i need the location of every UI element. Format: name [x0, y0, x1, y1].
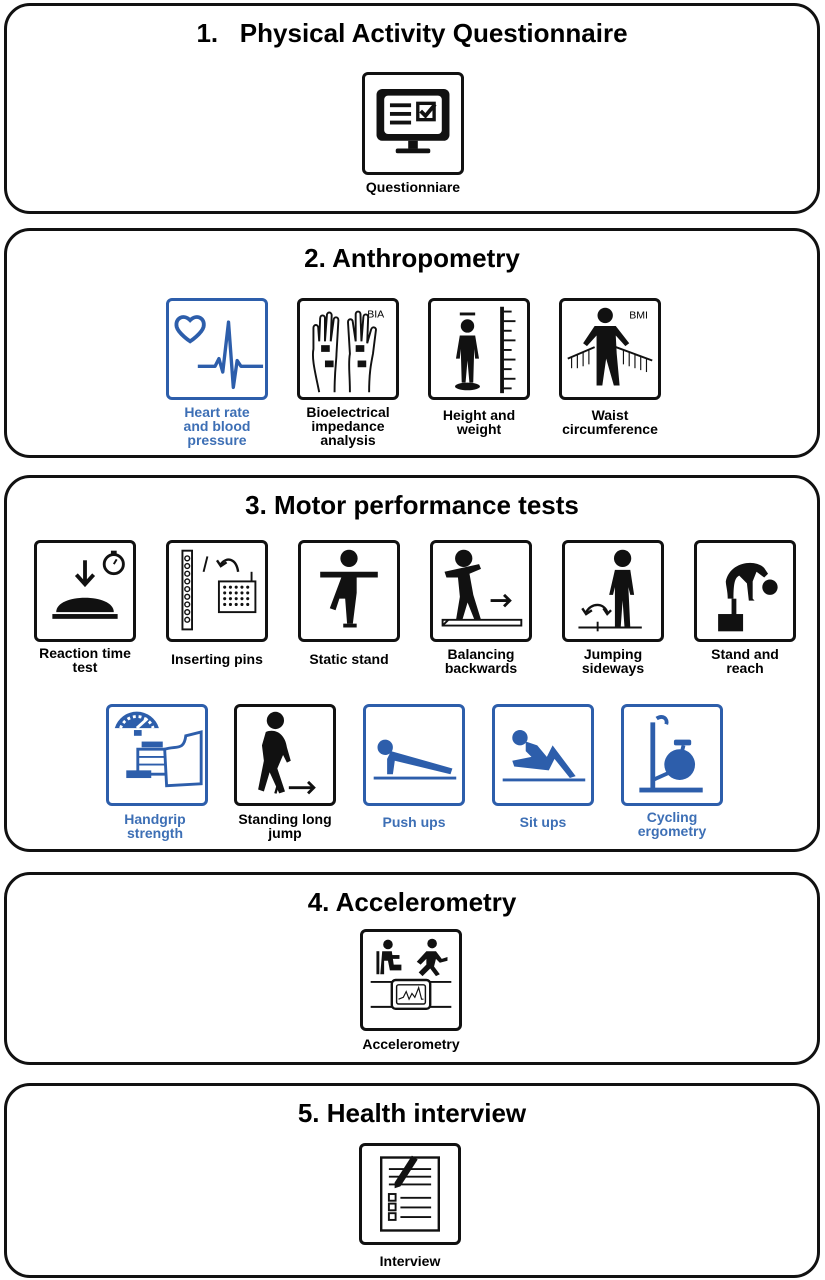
- tile-push-ups: [363, 704, 465, 806]
- push-up-icon: [373, 739, 457, 780]
- section-title: 5. Health interview: [297, 1098, 527, 1128]
- heart-pulse-icon: [174, 315, 264, 390]
- label-waist: Waist circumference: [562, 407, 658, 437]
- tile-inserting-pins: [166, 540, 268, 642]
- section-title: 1. Physical Activity Questionnaire: [196, 18, 628, 48]
- tile-sit-ups: [492, 704, 594, 806]
- label-questionnaire: Questionniare: [365, 179, 461, 195]
- reaction-button-stopwatch-icon: [52, 550, 125, 619]
- section-accelerometry: 4. Accelerometry: [4, 872, 820, 1065]
- balance-beam-icon: [441, 549, 523, 627]
- tile-stand-reach: [694, 540, 796, 642]
- tile-jumping-sideways: [562, 540, 664, 642]
- interview-form-icon: [380, 1155, 440, 1232]
- exercise-bike-icon: [639, 715, 703, 793]
- tile-bia: BIA: [297, 298, 399, 400]
- section-title: 2. Anthropometry: [304, 243, 520, 273]
- sit-up-icon: [502, 730, 586, 782]
- tile-accelerometry: [360, 929, 462, 1031]
- long-jump-icon: [258, 711, 316, 795]
- handgrip-dynamometer-icon: [114, 711, 203, 788]
- section-motor-tests: 3. Motor performance tests: [4, 475, 820, 852]
- stand-reach-icon: [718, 562, 778, 632]
- label-inserting-pins: Inserting pins: [171, 651, 263, 667]
- one-leg-stand-icon: [320, 549, 378, 628]
- section-questionnaire: 1. Physical Activity Questionnaire: [4, 3, 820, 214]
- tile-waist: BMI: [559, 298, 661, 400]
- tile-height-weight: [428, 298, 530, 400]
- tile-long-jump: [234, 704, 336, 806]
- bmi-badge: BMI: [629, 309, 648, 321]
- tile-static-stand: [298, 540, 400, 642]
- tile-interview: [359, 1143, 461, 1245]
- label-accelerometry: Accelerometry: [362, 1036, 460, 1052]
- section-title: 3. Motor performance tests: [245, 490, 579, 520]
- tile-cycling: [621, 704, 723, 806]
- label-handgrip: Handgrip strength: [124, 811, 186, 841]
- label-static-stand: Static stand: [309, 651, 389, 667]
- tile-questionnaire: [362, 72, 464, 175]
- label-stand-reach: Stand and reach: [711, 646, 779, 676]
- label-height-weight: Height and weight: [442, 407, 516, 437]
- label-cycling: Cycling ergometry: [637, 809, 707, 839]
- side-jump-icon: [578, 549, 642, 632]
- label-balancing: Balancing backwards: [444, 646, 518, 676]
- section-title: 4. Accelerometry: [307, 887, 517, 917]
- label-reaction-time: Reaction time test: [39, 645, 131, 675]
- tile-reaction-time: [34, 540, 136, 642]
- accelerometer-activity-icon: [370, 938, 452, 1010]
- label-push-ups: Push ups: [382, 814, 446, 830]
- label-long-jump: Standing long jump: [238, 811, 332, 841]
- section-health-interview: 5. Health interview: [4, 1083, 820, 1278]
- monitor-checklist-icon: [376, 88, 450, 154]
- label-sit-ups: Sit ups: [519, 814, 567, 830]
- bia-badge: BIA: [367, 308, 385, 320]
- tile-handgrip: [106, 704, 208, 806]
- hands-electrodes-icon: BIA: [312, 308, 385, 393]
- label-interview: Interview: [379, 1253, 441, 1269]
- label-bia: Bioelectrical impedance analysis: [306, 404, 390, 448]
- label-heart-rate: Heart rate and blood pressure: [183, 404, 251, 448]
- tile-balancing: [430, 540, 532, 642]
- height-scale-icon: [455, 306, 516, 394]
- pin-board-icon: [181, 549, 257, 631]
- label-jumping-sideways: Jumping sideways: [581, 646, 645, 676]
- waist-tape-icon: BMI: [567, 307, 653, 386]
- section-anthropometry: 2. Anthropometry: [4, 228, 820, 458]
- tile-heart-rate: [166, 298, 268, 400]
